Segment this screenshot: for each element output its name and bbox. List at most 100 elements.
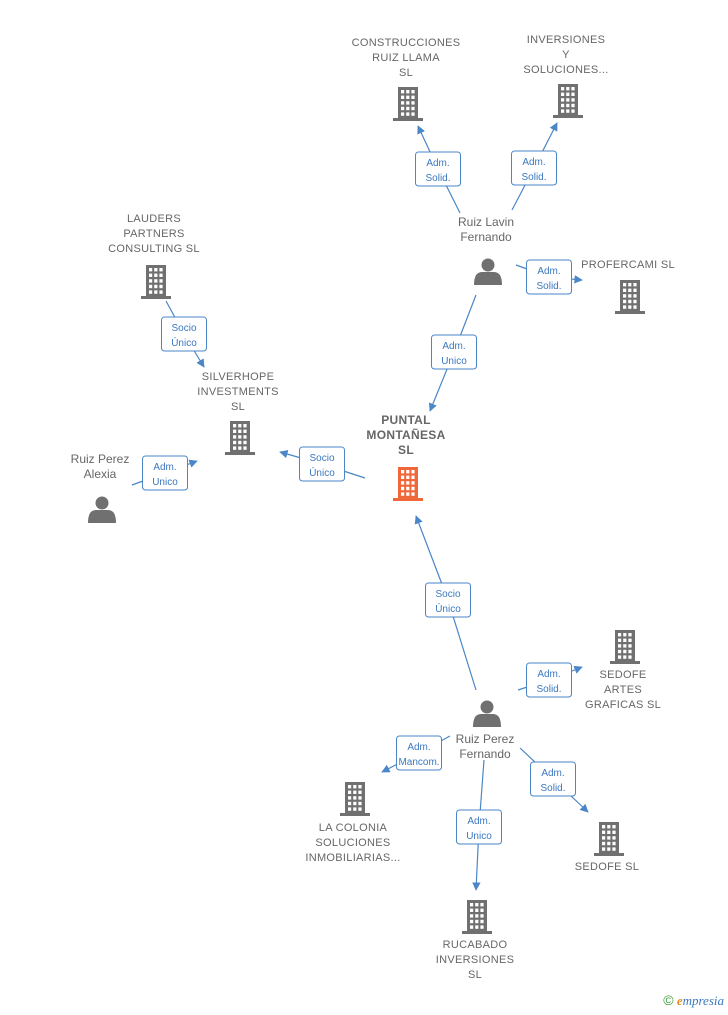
node-label: SEDOFE SL [575, 861, 639, 873]
edge-label-text: Adm. [541, 768, 564, 779]
edge-label-box[interactable] [425, 582, 471, 618]
node-label: PROFERCAMI SL [581, 259, 675, 271]
edge-label-text: Adm. [442, 341, 465, 352]
edge-label-box[interactable] [530, 761, 576, 797]
building-icon [553, 84, 583, 118]
node-label: RUCABADO [443, 939, 508, 951]
relationship-edge[interactable]: Adm.Solid. [517, 662, 583, 698]
relationship-edge[interactable]: Adm. Unico [428, 294, 477, 412]
empresia-logo[interactable]: © empresia [663, 992, 724, 1009]
building-icon [610, 630, 640, 664]
person-icon [88, 496, 116, 523]
edge-label-text: Solid. [536, 281, 561, 292]
company-node-construcciones[interactable]: CONSTRUCCIONES RUIZ LLAMA SL [352, 37, 461, 121]
edge-label-text: Mancom. [398, 757, 439, 768]
node-label: PUNTAL [381, 413, 431, 427]
node-label: GRAFICAS SL [585, 699, 661, 711]
node-label: INVERSIONES [527, 34, 606, 46]
node-label: INMOBILIARIAS... [305, 852, 400, 864]
relationship-edge[interactable]: Adm. Mancom. [381, 735, 451, 773]
edge-label-box[interactable] [415, 151, 461, 187]
brand-name: mpresia [682, 993, 724, 1008]
edge-label-box[interactable] [526, 259, 572, 295]
node-label: CONSULTING SL [108, 243, 200, 255]
edge-label-text: Solid. [521, 172, 546, 183]
edge-label-text: Adm. [537, 669, 560, 680]
building-icon [462, 900, 492, 934]
edge-label-text: Solid. [425, 173, 450, 184]
node-label: SILVERHOPE [202, 371, 275, 383]
node-label: Fernando [459, 747, 511, 761]
building-icon [340, 782, 370, 816]
edge-label-text: Único [309, 466, 335, 479]
node-label: CONSTRUCCIONES [352, 37, 461, 49]
relationship-edge[interactable]: Adm.Unico [131, 455, 198, 491]
company-node-sedofe[interactable]: SEDOFE SL [575, 822, 639, 873]
node-label: RUIZ LLAMA [372, 52, 440, 64]
node-label: Y [562, 49, 570, 61]
relationship-edge[interactable]: Adm. Solid. [415, 125, 461, 214]
edge-label-box[interactable] [526, 662, 572, 698]
node-label: Fernando [460, 230, 512, 244]
edge-label-text: Socio [309, 453, 334, 464]
edge-label-box[interactable] [142, 455, 188, 491]
edge-label-text: Único [171, 336, 197, 349]
edge-label-text: Adm. [537, 266, 560, 277]
edge-label-text: Adm. [467, 816, 490, 827]
person-icon [474, 258, 502, 285]
building-icon [594, 822, 624, 856]
company-node-sedofe_artes[interactable]: SEDOFE ARTES GRAFICAS SL [585, 630, 661, 711]
node-label: INVESTMENTS [197, 386, 279, 398]
edge-label-box[interactable] [511, 150, 557, 186]
edge-label-text: Único [435, 602, 461, 615]
brand-initial: e [676, 993, 683, 1008]
node-label: SL [398, 443, 414, 457]
node-label: SOLUCIONES [315, 837, 390, 849]
edge-label-text: Adm. [426, 158, 449, 169]
node-label: ARTES [604, 684, 642, 696]
node-label: SL [399, 67, 413, 79]
person-icon [473, 700, 501, 727]
edge-label-box[interactable] [456, 809, 502, 845]
edge-label-box[interactable] [299, 446, 345, 482]
company-node-inversiones[interactable]: INVERSIONES Y SOLUCIONES... [523, 34, 608, 118]
edge-label-text: Solid. [540, 783, 565, 794]
node-label: LAUDERS [127, 213, 181, 225]
company-node-rucabado[interactable]: RUCABADO INVERSIONES SL [436, 900, 515, 981]
edge-label-text: Adm. [522, 157, 545, 168]
node-label: Alexia [84, 467, 117, 481]
building-icon [615, 280, 645, 314]
relationship-edge[interactable]: Adm.Unico [456, 759, 502, 891]
company-node-lauders[interactable]: LAUDERS PARTNERS CONSULTING SL [108, 213, 200, 299]
node-label: SL [468, 969, 482, 981]
building-icon [141, 265, 171, 299]
edge-label-box[interactable] [161, 316, 207, 352]
relationship-edge[interactable]: Adm. Solid. [511, 122, 558, 211]
building-icon [393, 87, 423, 121]
node-label: INVERSIONES [436, 954, 515, 966]
relationship-edge[interactable]: Adm. Solid. [515, 259, 583, 295]
node-label: Ruiz Perez [71, 452, 130, 466]
node-label: MONTAÑESA [366, 427, 445, 442]
edge-label-text: Unico [152, 477, 178, 488]
building-icon [393, 467, 423, 501]
edge-label-text: Socio [435, 589, 460, 600]
node-label: PARTNERS [123, 228, 184, 240]
edge-label-text: Adm. [407, 742, 430, 753]
edge-label-text: Unico [441, 356, 467, 367]
company-node-profercami[interactable]: PROFERCAMI SL [581, 259, 675, 314]
edge-label-box[interactable] [431, 334, 477, 370]
relationship-edge[interactable]: Adm. Solid. [519, 747, 589, 813]
node-label: SOLUCIONES... [523, 64, 608, 76]
edge-label-box[interactable] [396, 735, 442, 771]
node-label: SEDOFE [599, 669, 646, 681]
company-node-lacolonia[interactable]: LA COLONIASOLUCIONESINMOBILIARIAS... [305, 782, 400, 864]
